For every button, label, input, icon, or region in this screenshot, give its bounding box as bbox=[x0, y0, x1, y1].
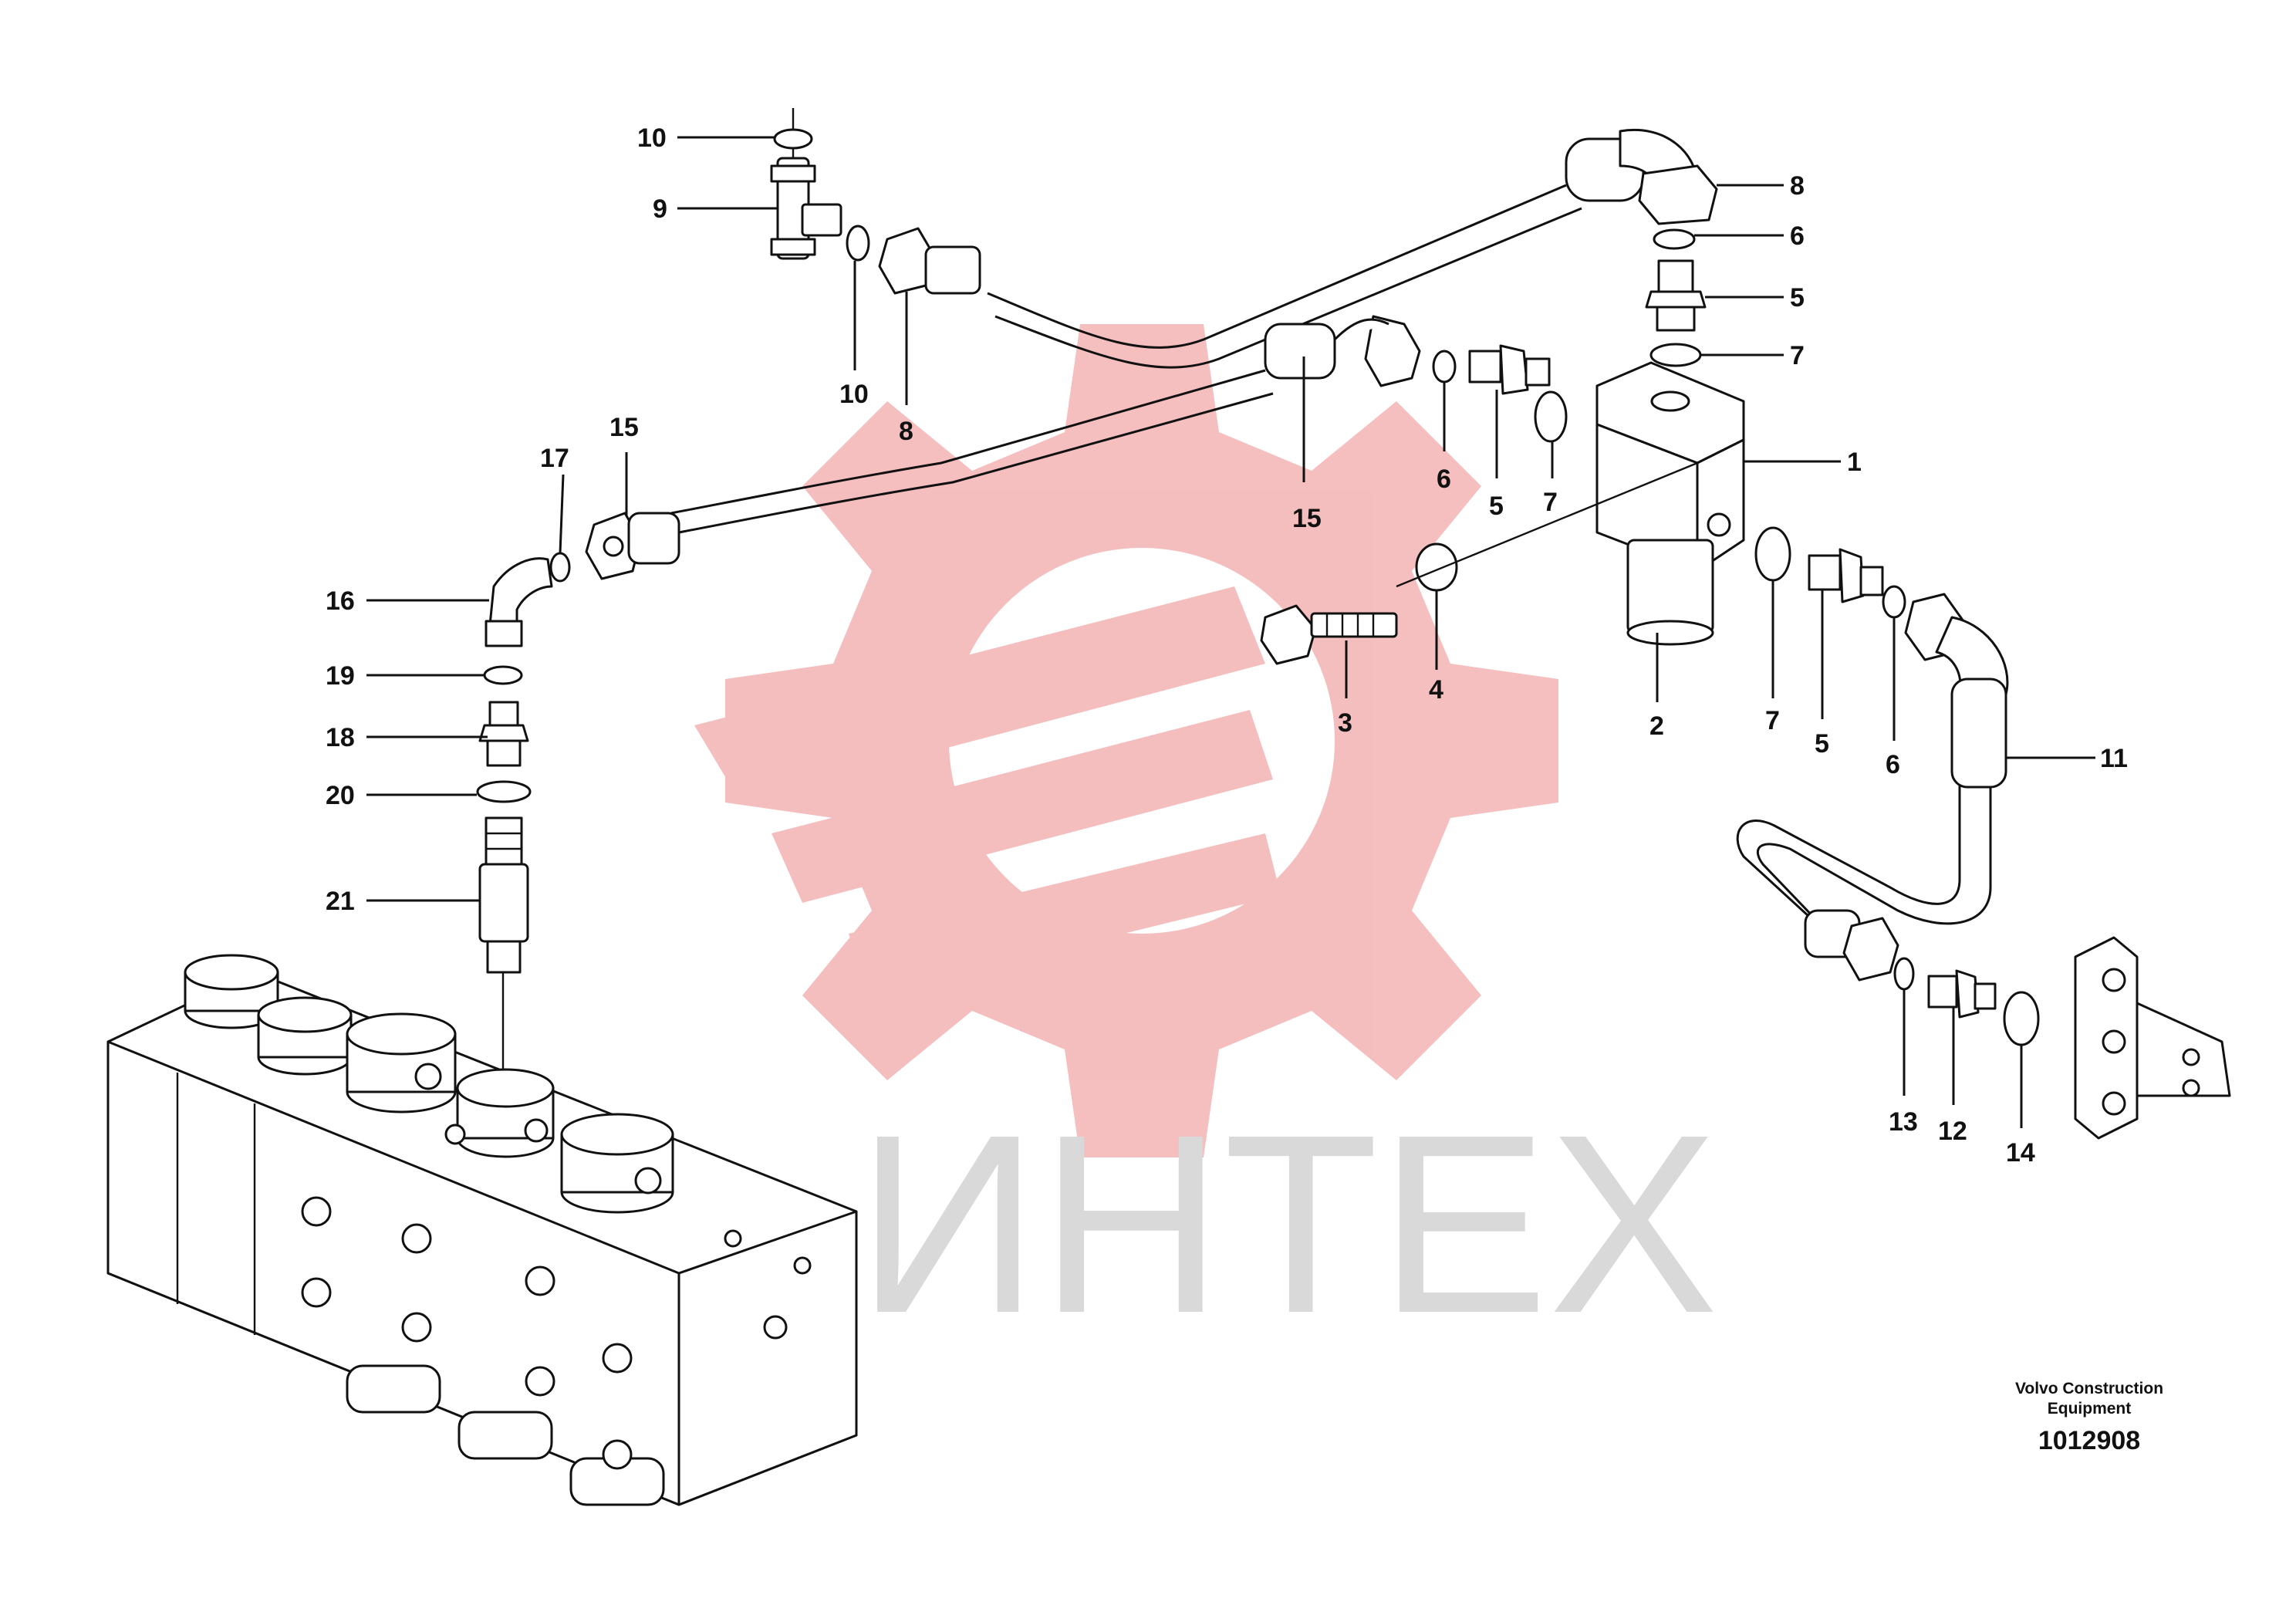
callout-3: 3 bbox=[1338, 708, 1352, 738]
elbow-fitting-16 bbox=[485, 557, 553, 647]
solenoid-1 bbox=[184, 954, 279, 1029]
hose-nut-15-right bbox=[1264, 315, 1421, 387]
callout-20: 20 bbox=[326, 781, 355, 810]
wrench-icon bbox=[694, 586, 1281, 995]
credit-line-2: Equipment bbox=[2048, 1400, 2132, 1418]
o-ring-6-top bbox=[1653, 228, 1696, 250]
credit-line-1: Volvo Construction bbox=[2015, 1380, 2163, 1397]
callout-10-top: 10 bbox=[637, 123, 667, 153]
callout-11: 11 bbox=[2100, 744, 2128, 773]
adapter-5-right bbox=[1808, 548, 1884, 603]
washer-4 bbox=[1415, 542, 1458, 592]
callout-1: 1 bbox=[1847, 448, 1862, 477]
callout-17: 17 bbox=[540, 444, 569, 473]
washer-7-mid bbox=[1534, 390, 1568, 443]
valve-block-1 bbox=[1595, 361, 1745, 573]
o-ring-10-top bbox=[773, 128, 813, 150]
callout-16: 16 bbox=[326, 586, 355, 616]
adapter-5-top bbox=[1645, 259, 1707, 332]
o-ring-6-mid bbox=[1432, 350, 1457, 384]
callout-19: 19 bbox=[326, 661, 355, 691]
hose-nut-15-left bbox=[585, 512, 680, 580]
solenoid-2 bbox=[257, 996, 353, 1076]
callout-9: 9 bbox=[653, 194, 667, 224]
leader-lines bbox=[366, 136, 2095, 1128]
adapter-5-mid bbox=[1468, 344, 1551, 395]
callout-5-top: 5 bbox=[1790, 283, 1805, 313]
o-ring-13 bbox=[1893, 957, 1915, 991]
callout-10-side: 10 bbox=[839, 380, 869, 409]
callout-15-mid: 15 bbox=[1292, 504, 1322, 533]
callout-5-mid: 5 bbox=[1489, 492, 1504, 521]
callout-18: 18 bbox=[326, 723, 355, 752]
elbow-fitting-8-right bbox=[1565, 129, 1718, 225]
solenoid-3 bbox=[346, 1012, 457, 1113]
adapter-12 bbox=[1927, 969, 1997, 1019]
washer-7-top bbox=[1649, 343, 1702, 367]
drawing-number: 1012908 bbox=[2038, 1426, 2140, 1455]
hose-nut-8-left bbox=[878, 227, 981, 295]
callout-13: 13 bbox=[1889, 1107, 1918, 1137]
callout-6-top: 6 bbox=[1790, 221, 1805, 251]
callout-2: 2 bbox=[1649, 711, 1664, 741]
callout-7-mid: 7 bbox=[1543, 488, 1558, 517]
hose-lines bbox=[670, 184, 1992, 958]
callout-14: 14 bbox=[2006, 1138, 2035, 1168]
credit-block: Volvo Construction Equipment 1012908 bbox=[2015, 1380, 2163, 1455]
mounting-bracket bbox=[2074, 936, 2231, 1140]
hose-elbow-11 bbox=[1904, 593, 2009, 789]
o-ring-17 bbox=[549, 552, 571, 583]
filter-2 bbox=[1626, 539, 1714, 646]
control-valve-block bbox=[106, 954, 858, 1506]
callout-21: 21 bbox=[326, 887, 355, 916]
washer-20 bbox=[476, 780, 532, 803]
hose-nut-11-lower bbox=[1804, 909, 1899, 982]
callout-7-top: 7 bbox=[1790, 341, 1805, 370]
adapter-18 bbox=[478, 701, 529, 767]
bolt-axis-line bbox=[1396, 461, 1698, 588]
o-ring-19 bbox=[483, 665, 523, 685]
callout-12: 12 bbox=[1938, 1117, 1967, 1146]
o-ring-10-side bbox=[846, 225, 870, 262]
callout-15-top: 15 bbox=[609, 413, 639, 442]
washer-7-right bbox=[1754, 526, 1791, 582]
adapter-21 bbox=[478, 816, 529, 974]
callout-5-right: 5 bbox=[1815, 729, 1829, 759]
callout-8-right: 8 bbox=[1790, 171, 1805, 201]
face-ports bbox=[301, 1124, 812, 1470]
washer-14 bbox=[2003, 991, 2040, 1046]
callout-6-mid: 6 bbox=[1437, 465, 1451, 494]
callout-4: 4 bbox=[1429, 675, 1443, 705]
watermark-gear-logo bbox=[694, 324, 1558, 1157]
solenoid-5 bbox=[560, 1113, 674, 1214]
solenoid-4 bbox=[456, 1068, 555, 1158]
callout-7-right: 7 bbox=[1765, 706, 1780, 735]
callout-labels: 10 9 10 8 8 6 5 7 1 15 15 17 6 5 7 16 19… bbox=[326, 123, 2128, 1168]
watermark-text: ИНТЕХ bbox=[856, 1081, 1718, 1366]
o-ring-6-right bbox=[1882, 585, 1906, 619]
bolt-3 bbox=[1260, 604, 1398, 665]
callout-8-left: 8 bbox=[899, 417, 913, 446]
callout-6-right: 6 bbox=[1886, 750, 1900, 779]
